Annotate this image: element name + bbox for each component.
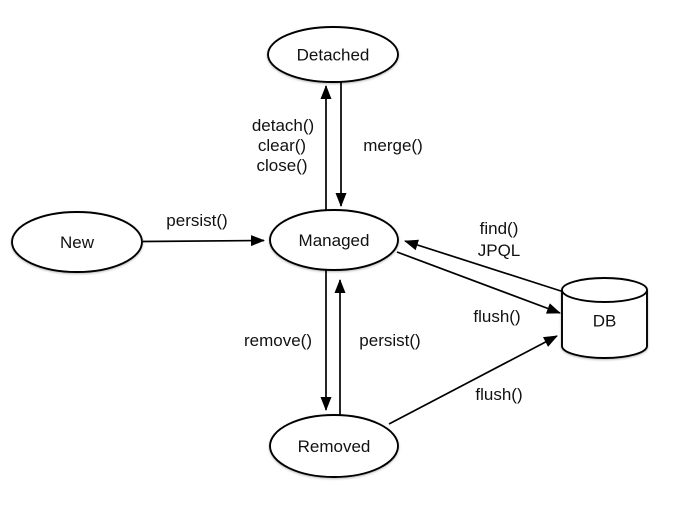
new-ellipse [11, 211, 143, 273]
edge-label-persist-new: persist() [166, 211, 227, 230]
edge-label-detach: detach() [252, 116, 314, 135]
edge-label-remove: remove() [244, 331, 312, 350]
detached-ellipse [267, 26, 399, 83]
arrow-new-to-managed [142, 235, 265, 247]
arrow-removed-to-db [388, 335, 558, 425]
edge-label-jpql: JPQL [478, 241, 521, 260]
node-label-managed: Managed [299, 231, 370, 250]
edge-persist-new-to-managed: persist() [142, 211, 265, 247]
edge-flush-managed-to-db: flush() [396, 251, 561, 326]
db-cylinder-body [561, 290, 648, 359]
edge-label-find: find() [480, 219, 519, 238]
managed-ellipse [269, 209, 399, 271]
edge-label-merge: merge() [363, 136, 423, 155]
edge-label-close: close() [256, 156, 307, 175]
arrow-managed-to-db [396, 251, 561, 314]
edge-label-clear: clear() [258, 136, 306, 155]
edge-label-flush-managed: flush() [473, 307, 520, 326]
node-db: DB [561, 277, 648, 359]
node-label-detached: Detached [297, 46, 370, 65]
arrow-db-to-managed [404, 239, 565, 293]
node-new: New [11, 211, 143, 273]
node-managed: Managed [269, 209, 399, 271]
removed-ellipse [269, 414, 399, 478]
edge-persist-removed-to-managed: persist() [334, 279, 421, 415]
edge-flush-removed-to-db: flush() [388, 335, 558, 425]
edge-remove-managed-to-removed: remove() [244, 270, 332, 411]
node-detached: Detached [267, 26, 399, 83]
node-label-db: DB [593, 312, 617, 331]
edge-merge-detached-to-managed: merge() [335, 81, 423, 207]
edge-find-db-to-managed: find() JPQL [404, 219, 565, 293]
db-cylinder-top [561, 277, 648, 303]
node-label-new: New [60, 233, 95, 252]
node-removed: Removed [269, 414, 399, 478]
edge-label-persist-removed: persist() [359, 331, 420, 350]
edge-detach-managed-to-detached: detach() clear() close() [252, 85, 332, 211]
node-label-removed: Removed [298, 437, 371, 456]
edge-label-flush-removed: flush() [475, 385, 522, 404]
